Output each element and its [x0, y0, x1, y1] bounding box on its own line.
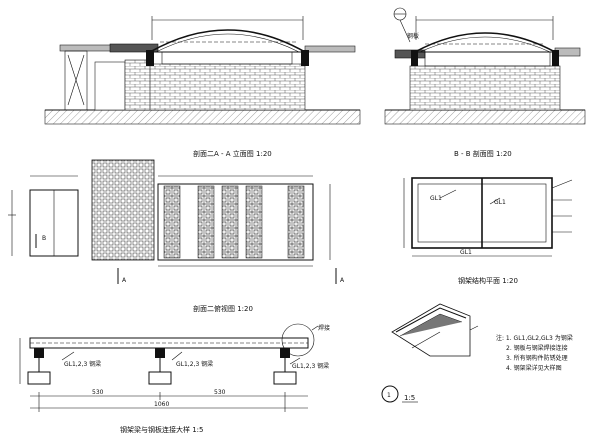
dim-span-left: 530 [92, 389, 104, 396]
section-b-b-drawing [384, 7, 586, 125]
section-a-marker-right: A [340, 277, 345, 284]
gl1-label-b: GL1 [494, 199, 506, 206]
gl1-label-a: GL1 [430, 195, 442, 202]
note-line-1: 注: 1. GL1,GL2,GL3 为钢梁 [496, 334, 573, 342]
detail-1-scale: 1:5 [404, 394, 415, 402]
dim-span-total: 1060 [154, 401, 169, 408]
steel-frame-plan-title: 钢架结构平面 1:20 [458, 276, 518, 285]
plan-view-drawing: B A A [8, 159, 345, 284]
beam-detail-title: 钢架梁与钢板连接大样 1:5 [120, 425, 204, 434]
section-a-a-title: 剖面二A - A 立面图 1:20 [193, 149, 272, 158]
plan-view-title: 剖面二俯视图 1:20 [193, 304, 253, 313]
detail-1-drawing [381, 303, 479, 403]
beam-detail-drawing [19, 323, 319, 412]
beam-label-right: GL1,2,3 钢梁 [292, 362, 329, 370]
section-a-marker-left: A [122, 277, 127, 284]
detail-number-marker: 1 [387, 392, 391, 399]
note-line-2: 2. 钢板与钢梁焊接连接 [506, 344, 568, 352]
beam-label-mid: GL1,2,3 钢梁 [176, 360, 213, 368]
beam-label-left: GL1,2,3 钢梁 [64, 360, 101, 368]
top-note-label: 钢板 [407, 32, 419, 40]
section-b-marker: B [42, 235, 46, 242]
note-line-4: 4. 钢架梁详见大样图 [506, 364, 562, 372]
dim-span-right: 530 [214, 389, 226, 396]
gl1-label-c: GL1 [460, 249, 472, 256]
section-b-b-title: B - B 剖面图 1:20 [454, 149, 512, 158]
section-a-a-drawing [44, 16, 361, 125]
weld-label: 焊接 [318, 324, 330, 332]
note-line-3: 3. 所有钢构件防锈处理 [506, 354, 568, 362]
steel-frame-plan-drawing [403, 177, 573, 257]
